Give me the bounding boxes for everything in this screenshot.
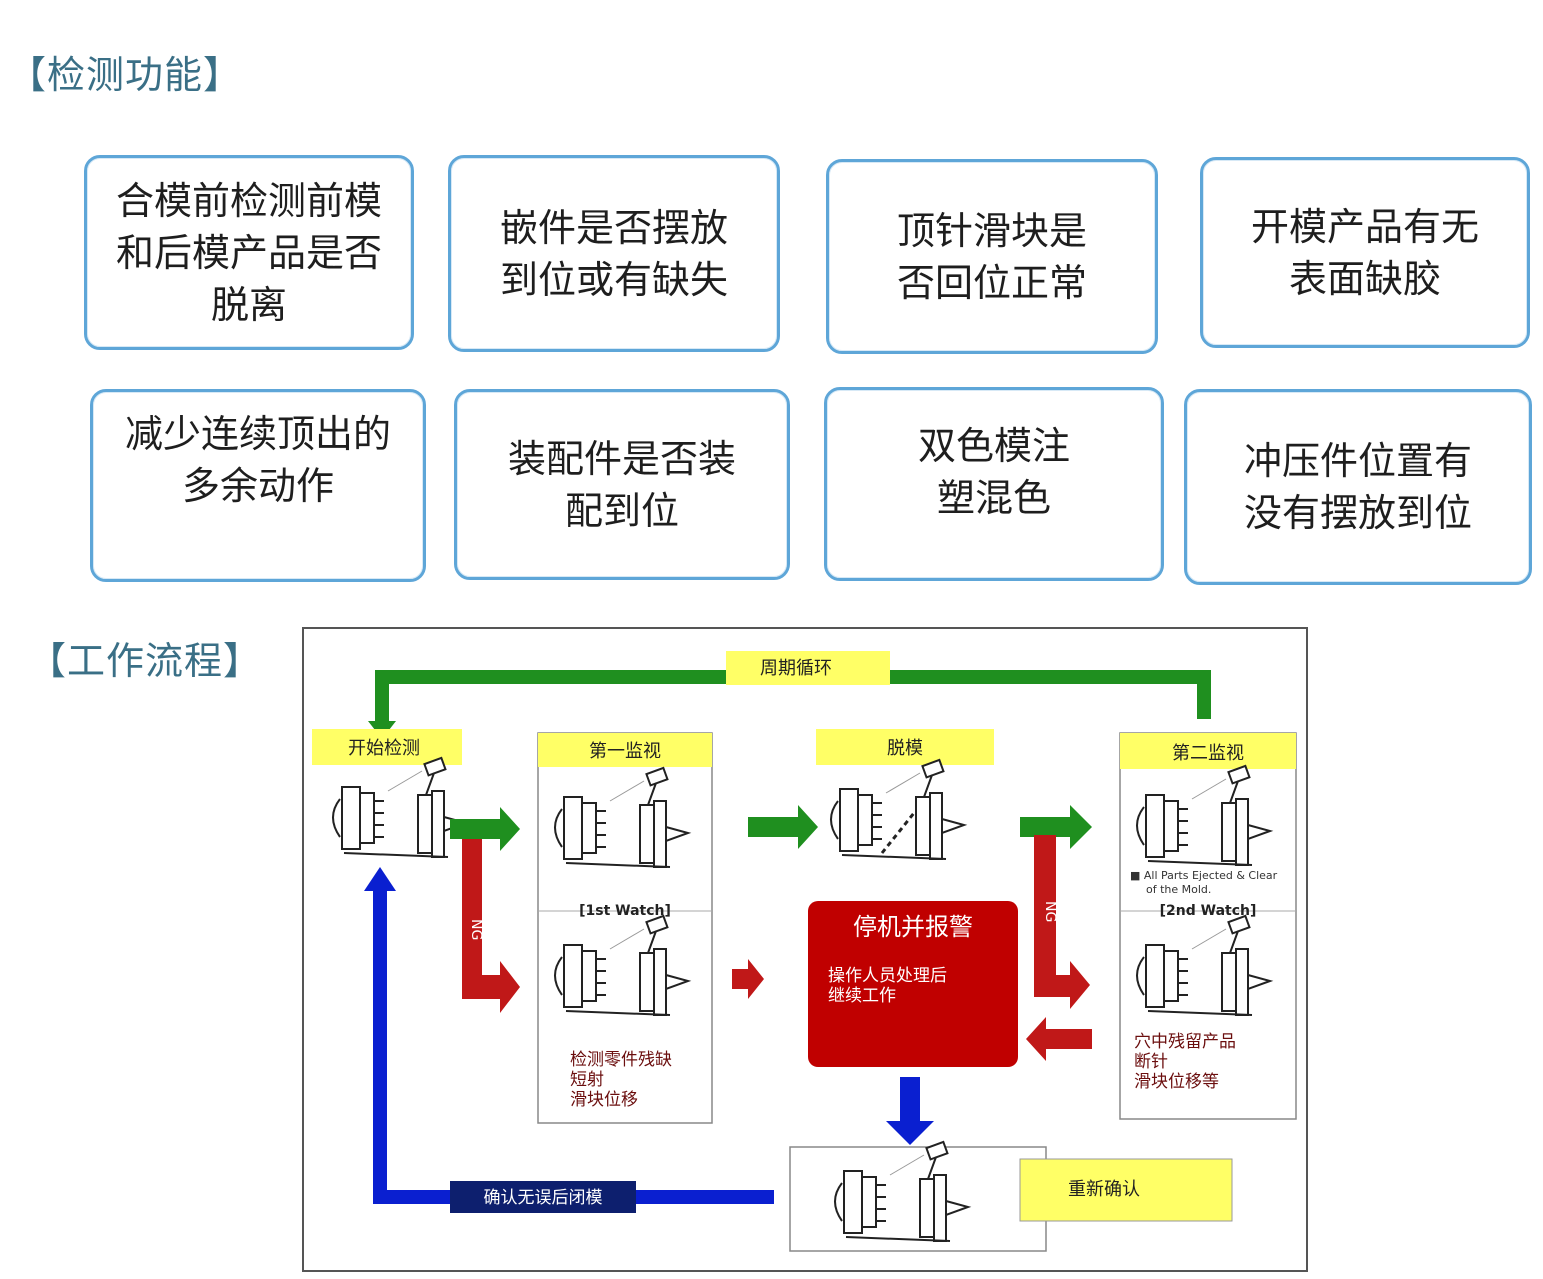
feature-card-text: 顶针滑块是 否回位正常 <box>896 208 1087 305</box>
watch1-note-2: 短射 <box>570 1070 604 1090</box>
confirm-close-label: 确认无误后闭模 <box>484 1188 603 1208</box>
red-arrow-back <box>1026 1017 1092 1061</box>
green-arrow-2 <box>748 805 818 849</box>
watch1-label: 第一监视 <box>589 741 661 762</box>
ng-label-1: NG <box>468 919 484 940</box>
red-ng-arrow-2 <box>1034 835 1090 1009</box>
watch2-caption-1: ■ All Parts Ejected & Clear <box>1130 869 1278 882</box>
watch2-note-3: 滑块位移等 <box>1134 1072 1219 1092</box>
feature-card-text: 开模产品有无 表面缺胶 <box>1250 204 1479 301</box>
feature-card-2: 嵌件是否摆放 到位或有缺失 <box>448 155 780 352</box>
recheck-label: 重新确认 <box>1068 1179 1140 1200</box>
watch1-mold-icon <box>554 766 689 868</box>
demold-label-box <box>816 729 994 765</box>
workflow-section-title: 【工作流程】 <box>28 639 263 683</box>
watch2-label-box <box>1120 733 1296 769</box>
recheck-mold-icon <box>834 1140 969 1242</box>
feature-card-8: 冲压件位置有 没有摆放到位 <box>1184 389 1532 585</box>
feature-card-text: 冲压件位置有 没有摆放到位 <box>1243 439 1472 535</box>
return-arrow-head <box>364 867 396 891</box>
red-ng-arrow-1 <box>462 839 520 1013</box>
demold-label: 脱模 <box>887 738 923 759</box>
return-loop-arrow <box>373 885 774 1204</box>
watch2-caption-2: of the Mold. <box>1146 883 1211 896</box>
start-mold-icon <box>332 756 467 858</box>
watch1-note-1: 检测零件残缺 <box>570 1050 672 1070</box>
feature-card-text: 双色模注 塑混色 <box>917 424 1070 520</box>
recheck-panel <box>789 1146 1047 1252</box>
alarm-note-1: 操作人员处理后 <box>828 966 947 986</box>
feature-card-1: 合模前检测前模 和后模产品是否 脱离 <box>84 155 414 350</box>
alarm-box <box>808 901 1018 1067</box>
watch1-note-3: 滑块位移 <box>570 1090 638 1110</box>
feature-card-text: 嵌件是否摆放 到位或有缺失 <box>499 205 728 302</box>
feature-card-6: 装配件是否装 配到位 <box>454 389 790 580</box>
ng-label-2: NG <box>1042 901 1058 922</box>
green-arrow-3 <box>1020 805 1092 849</box>
feature-card-4: 开模产品有无 表面缺胶 <box>1200 157 1530 348</box>
confirm-close-box <box>450 1181 636 1213</box>
watch2-note-2: 断针 <box>1134 1052 1168 1072</box>
feature-card-5: 减少连续顶出的 多余动作 <box>90 389 426 582</box>
feature-card-text: 减少连续顶出的 多余动作 <box>124 411 391 508</box>
watch2-label: 第二监视 <box>1172 743 1244 764</box>
watch1-mold-icon-2 <box>554 914 689 1016</box>
detection-section-title: 【检测功能】 <box>8 53 243 97</box>
watch2-note-1: 穴中残留产品 <box>1134 1032 1236 1052</box>
workflow-svg: 周期循环 开始检测 NG 第一监视 [1st Watch] 检测零件残缺 短射 … <box>312 651 1297 1252</box>
feature-card-3: 顶针滑块是 否回位正常 <box>826 159 1158 354</box>
start-label: 开始检测 <box>348 738 420 759</box>
feature-card-7: 双色模注 塑混色 <box>824 387 1164 581</box>
watch2-en-label: [2nd Watch] <box>1160 903 1257 919</box>
watch1-en-label: [1st Watch] <box>579 903 671 919</box>
demold-mold-icon <box>830 758 965 860</box>
blue-arrow-down <box>886 1077 934 1145</box>
watch1-label-box <box>538 733 712 767</box>
ejected-parts-line <box>880 812 916 854</box>
feature-card-text: 合模前检测前模 和后模产品是否 脱离 <box>115 178 382 327</box>
alarm-note-2: 继续工作 <box>828 986 896 1006</box>
alarm-title: 停机并报警 <box>853 913 973 941</box>
workflow-diagram: 周期循环 开始检测 NG 第一监视 [1st Watch] 检测零件残缺 短射 … <box>302 627 1308 1272</box>
watch2-mold-icon <box>1136 764 1271 866</box>
watch2-mold-icon-2 <box>1136 914 1271 1016</box>
green-arrow-1 <box>450 807 520 851</box>
cycle-label-box <box>726 651 890 685</box>
red-arrow-to-alarm <box>732 959 764 999</box>
feature-card-text: 装配件是否装 配到位 <box>507 436 736 533</box>
cycle-label: 周期循环 <box>760 658 832 679</box>
recheck-label-box <box>1019 1158 1233 1222</box>
